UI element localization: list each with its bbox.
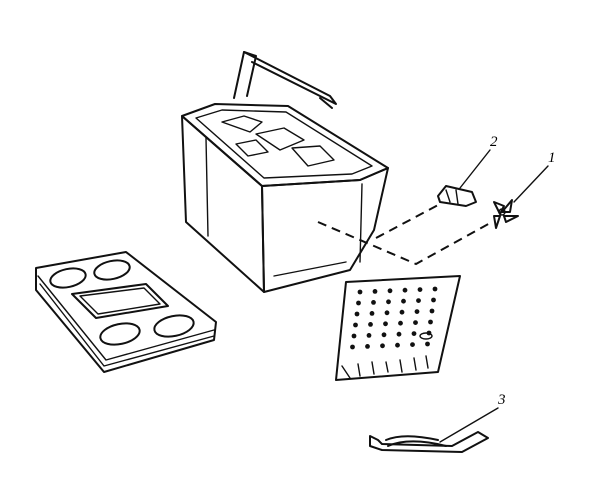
grille-dot [402,287,408,293]
grille-dot [357,289,363,295]
grille-dot [413,320,418,325]
grille-dot [383,321,388,327]
assembly-lines [317,203,493,266]
grille-dot [368,322,373,327]
fan-blade [493,165,549,229]
grille-dot [395,342,400,348]
callout-2-label: 2 [490,134,498,150]
grille-dot [350,344,355,350]
grille-dot [428,319,433,325]
grille-dot [431,297,436,303]
grille-dot [356,300,361,306]
grille-dot [353,322,358,328]
grille-dot [411,331,417,336]
grille-dot [417,287,423,292]
grille-dot [416,298,421,303]
heating-element [369,407,499,453]
grille-dot [414,309,420,314]
grille-dot [387,288,393,294]
grille-dot [380,343,385,349]
grille-dot [398,320,403,326]
grille-dot [396,331,402,337]
grille-dot [401,298,406,304]
motor [437,149,491,207]
cabinet-housing [181,51,389,293]
grille-dot [354,311,360,317]
grille-dot [432,286,438,292]
callout-1-label: 1 [548,150,556,166]
grille-dot [410,342,415,347]
grille-dot [351,333,357,339]
rear-grille-panel [335,275,461,381]
grille-dot [365,344,370,349]
grille-dot [386,299,391,305]
grille-dot [371,300,376,305]
grille-dot [384,310,390,316]
grille-dot [372,289,378,294]
grille-dot [381,332,387,338]
grille-dot [425,341,430,347]
callout-3-label: 3 [497,392,506,408]
grille-dot [429,308,435,314]
grille-dot-grid [350,286,438,350]
top-cover-panel [35,251,217,373]
grille-dot [399,309,405,315]
grille-dot [366,333,372,338]
grille-dot [369,311,375,316]
